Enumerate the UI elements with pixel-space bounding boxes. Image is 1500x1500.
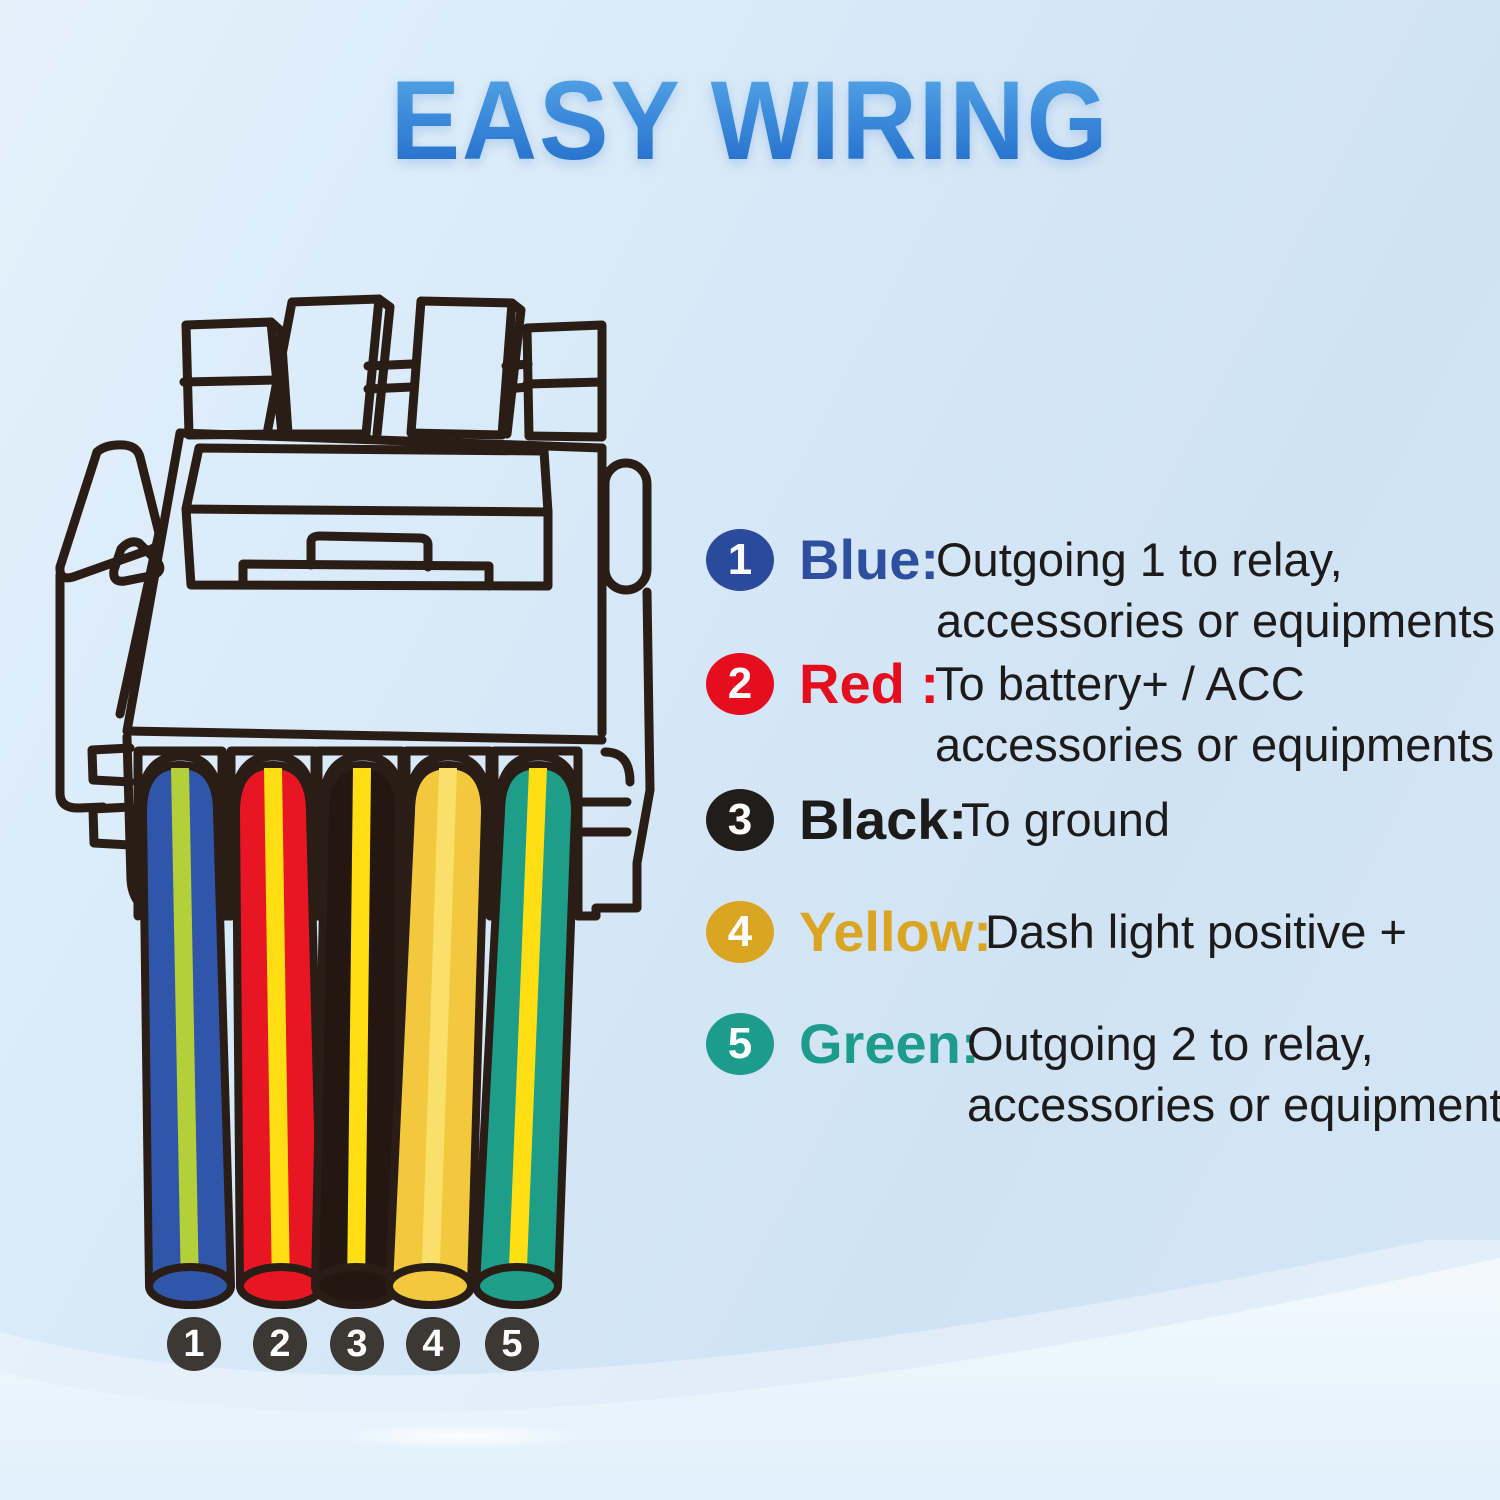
legend-number-circle: 5 — [706, 1013, 774, 1075]
legend-description: To ground — [961, 789, 1170, 850]
connector-housing — [122, 428, 607, 745]
legend-description-line1: Dash light positive + — [985, 905, 1407, 958]
legend-description-line1: To ground — [961, 793, 1171, 846]
legend-description: Outgoing 1 to relay, accessories or equi… — [936, 529, 1495, 651]
legend-description-line1: Outgoing 1 to relay, — [936, 533, 1343, 586]
legend-item-yellow: 4 Yellow: Dash light positive + — [706, 901, 1407, 963]
wire-5-green — [472, 761, 579, 1309]
legend-color-name: Yellow: — [799, 900, 992, 963]
legend-description: To battery+ / ACC accessories or equipme… — [935, 653, 1494, 775]
legend-description-line1: To battery+ / ACC — [935, 657, 1305, 710]
shell-right — [575, 458, 655, 921]
legend-color-name: Black: — [799, 788, 968, 851]
legend-number-circle: 3 — [706, 789, 774, 851]
wire-1-blue — [139, 761, 235, 1309]
wire-number-badge-3: 3 — [330, 1317, 384, 1371]
legend-description-line2: accessories or equipments — [967, 1078, 1500, 1131]
legend-item-black: 3 Black: To ground — [706, 789, 1170, 851]
legend-description-line2: accessories or equipments — [936, 594, 1496, 647]
legend-color-name: Blue: — [799, 528, 939, 591]
light-flare — [290, 1418, 670, 1454]
legend-description: Outgoing 2 to relay, accessories or equi… — [967, 1013, 1500, 1135]
legend-description: Dash light positive + — [985, 901, 1407, 962]
legend-number-circle: 2 — [706, 653, 774, 715]
wire-4-end-cap — [385, 1263, 475, 1309]
wire-2-end-cap — [236, 1263, 326, 1309]
legend-color-name: Red : — [799, 652, 939, 715]
page-title: EASY WIRING — [53, 56, 1448, 185]
legend-item-blue: 1 Blue: Outgoing 1 to relay, accessories… — [706, 529, 1495, 651]
wire-2-red — [232, 761, 326, 1309]
terminal-tabs — [179, 294, 607, 442]
wire-number-badge-1: 1 — [167, 1317, 221, 1371]
wire-3-black — [311, 761, 403, 1309]
legend-description-line2: accessories or equipments — [935, 718, 1495, 771]
legend-item-red: 2 Red : To battery+ / ACC accessories or… — [706, 653, 1494, 775]
connector-outline — [55, 294, 655, 921]
wire-3-end-cap — [311, 1263, 401, 1309]
wire-4-yellow — [385, 761, 489, 1309]
wires — [139, 761, 579, 1309]
legend-color-name: Green: — [799, 1012, 980, 1075]
left-latch-wing — [55, 440, 165, 813]
wire-number-badge-4: 4 — [406, 1317, 460, 1371]
wire-number-badge-5: 5 — [485, 1317, 539, 1371]
legend-number-circle: 4 — [706, 901, 774, 963]
legend-description-line1: Outgoing 2 to relay, — [967, 1017, 1374, 1070]
wire-1-end-cap — [145, 1263, 235, 1309]
wire-number-badge-2: 2 — [253, 1317, 307, 1371]
legend-number-circle: 1 — [706, 529, 774, 591]
legend-item-green: 5 Green: Outgoing 2 to relay, accessorie… — [706, 1013, 1500, 1135]
wire-5-end-cap — [472, 1263, 562, 1309]
